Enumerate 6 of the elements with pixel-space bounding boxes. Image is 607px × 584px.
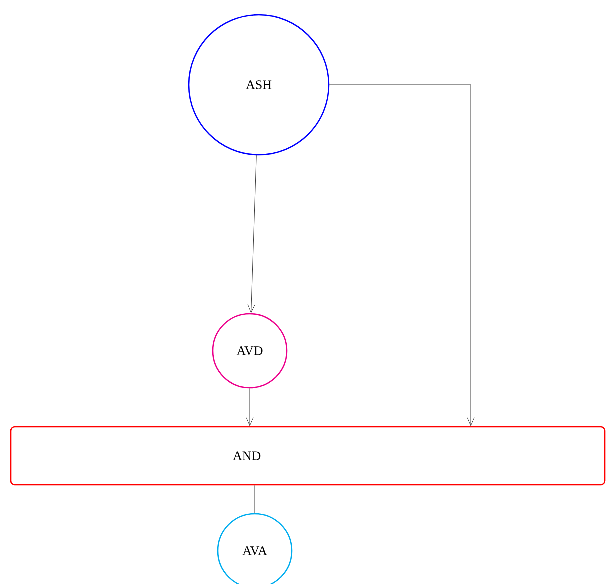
arrow bbox=[329, 84, 475, 426]
circle-node: AVD bbox=[212, 313, 288, 389]
circle-node: ASH bbox=[188, 14, 330, 156]
rounded-box: AND bbox=[10, 426, 606, 486]
arrow bbox=[248, 155, 257, 314]
arrow bbox=[246, 388, 254, 426]
